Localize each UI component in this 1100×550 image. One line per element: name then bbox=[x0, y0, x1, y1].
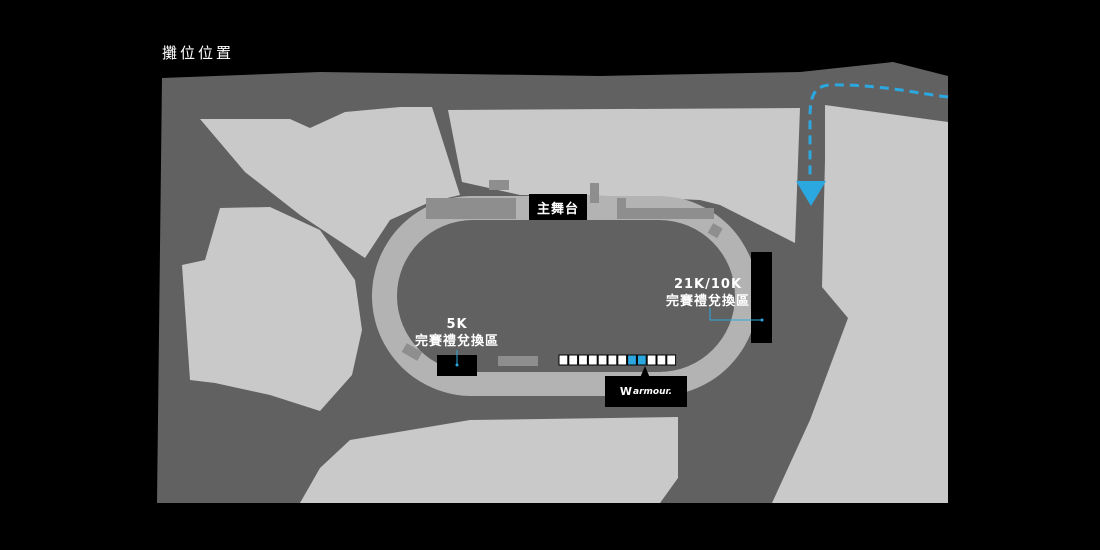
leader-21k-dot bbox=[760, 318, 764, 322]
leader-5k-dot bbox=[455, 363, 459, 367]
structure-4 bbox=[707, 223, 723, 239]
page-title: 攤位位置 bbox=[162, 44, 235, 62]
booth-slot bbox=[656, 354, 667, 366]
route-line bbox=[808, 83, 949, 180]
building-bottom bbox=[300, 417, 678, 503]
zone-21k-label: 21K/10K 完賽禮兌換區 bbox=[656, 276, 760, 310]
building-top-center bbox=[448, 108, 800, 243]
zone-21k-subtitle: 完賽禮兌換區 bbox=[665, 294, 750, 309]
zone-5k-title: 5K bbox=[446, 317, 468, 332]
booth-slot bbox=[636, 354, 647, 366]
main-stage-label: 主舞台 bbox=[529, 194, 587, 220]
booth-slot bbox=[568, 354, 579, 366]
stand-right bbox=[626, 208, 714, 219]
armour-logo-icon: W bbox=[619, 385, 632, 398]
structure-2 bbox=[590, 183, 599, 203]
booth-slot bbox=[617, 354, 628, 366]
leader-21k bbox=[709, 308, 762, 321]
triangle-down-icon bbox=[796, 181, 826, 206]
track-field bbox=[397, 220, 735, 372]
building-left bbox=[182, 207, 362, 411]
stand-left bbox=[426, 198, 516, 219]
building-top-left bbox=[200, 107, 460, 258]
booth-pointer-icon bbox=[640, 366, 650, 378]
structure-5 bbox=[401, 343, 423, 361]
booth-slot bbox=[627, 354, 637, 366]
booth-slot bbox=[587, 354, 598, 366]
zone-21k-title: 21K/10K bbox=[673, 277, 743, 292]
structure-6 bbox=[498, 356, 538, 366]
sponsor-name: armour. bbox=[633, 386, 673, 397]
zone-5k-subtitle: 完賽禮兌換區 bbox=[414, 334, 499, 349]
zone-5k-label: 5K 完賽禮兌換區 bbox=[405, 316, 509, 350]
sponsor-booth: W armour. bbox=[605, 376, 687, 407]
structure-1 bbox=[489, 180, 509, 190]
booth-slot bbox=[578, 354, 588, 366]
booth-row bbox=[558, 354, 677, 366]
booth-slot bbox=[597, 354, 608, 366]
structure-3 bbox=[617, 198, 626, 219]
booth-slot bbox=[666, 354, 677, 366]
booth-slot bbox=[558, 354, 569, 366]
booth-slot bbox=[646, 354, 657, 366]
building-right bbox=[772, 105, 948, 503]
booth-slot bbox=[607, 354, 618, 366]
